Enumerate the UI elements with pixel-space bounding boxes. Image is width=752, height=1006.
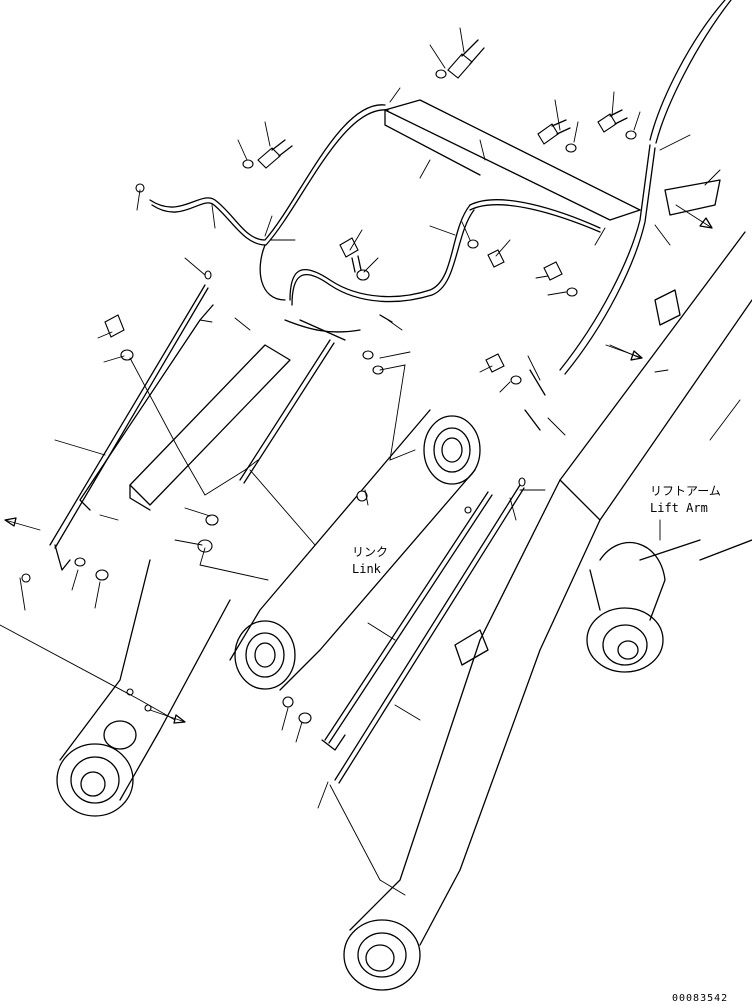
lift-arm-label-en: Lift Arm	[650, 501, 708, 515]
link-label-jp: リンク	[352, 545, 388, 559]
grease-rods	[49, 284, 525, 784]
left-arm	[56, 559, 231, 817]
lift-arm-label-jp: リフトアーム	[650, 484, 721, 498]
leader-lines	[0, 27, 741, 896]
direction-arrows	[4, 204, 713, 724]
cover-plate	[79, 304, 291, 511]
link	[229, 409, 481, 691]
fasteners	[21, 39, 637, 724]
hose-lines	[149, 0, 732, 484]
link-label-en: Link	[352, 562, 382, 576]
top-bracket	[384, 99, 721, 221]
drawing-number: 00083542	[672, 993, 728, 1004]
lift-arm	[343, 231, 752, 991]
clamps	[54, 289, 681, 751]
lift-arm-pin	[586, 542, 666, 673]
